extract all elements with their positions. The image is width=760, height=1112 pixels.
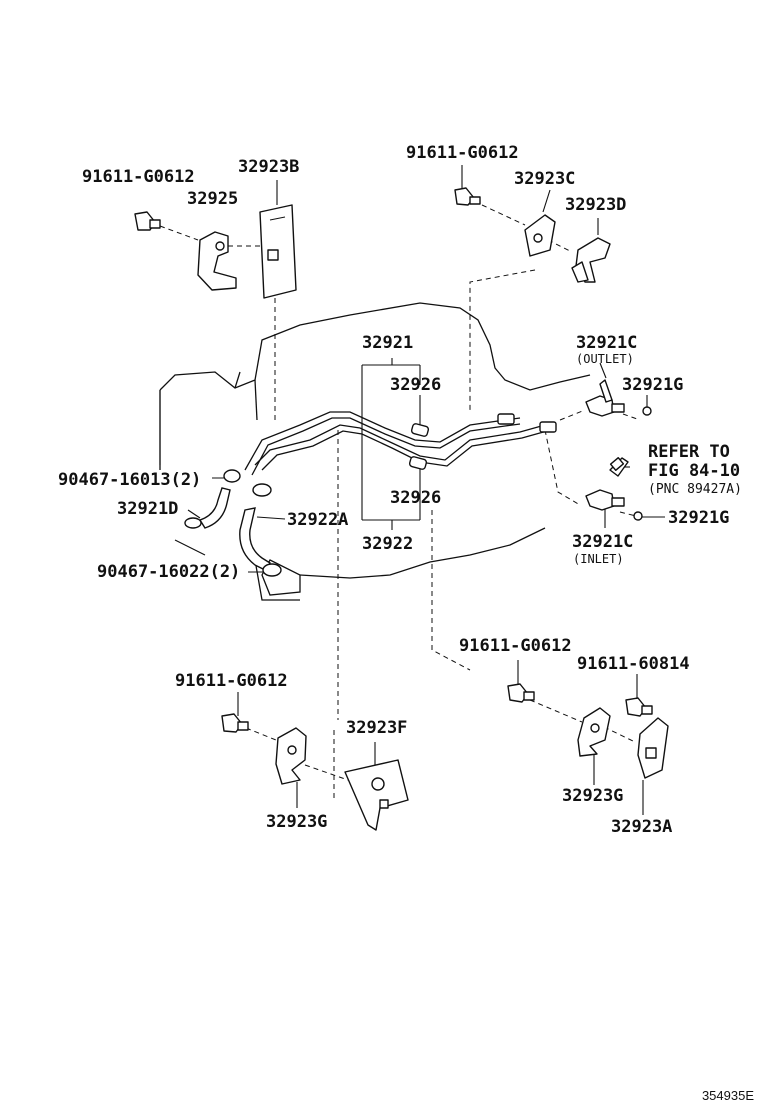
figure-code: 354935E xyxy=(702,1088,754,1103)
label-32921g: 32921G xyxy=(668,508,729,528)
label-32921c-outlet: 32921C xyxy=(576,333,637,353)
label-32926: 32926 xyxy=(390,375,441,395)
label-32923b: 32923B xyxy=(238,157,299,177)
label-32925: 32925 xyxy=(187,189,238,209)
label-90467-16013: 90467-16013(2) xyxy=(58,470,201,490)
label-91611-g0612: 91611-G0612 xyxy=(459,636,572,656)
label-outlet: (OUTLET) xyxy=(576,352,634,366)
label-32921c-inlet: 32921C xyxy=(572,532,633,552)
label-32922: 32922 xyxy=(362,534,413,554)
label-32923g: 32923G xyxy=(562,786,623,806)
hose-32921d xyxy=(184,469,241,529)
label-32923a: 32923A xyxy=(611,817,672,837)
label-inlet: (INLET) xyxy=(573,552,624,566)
bolt-icon xyxy=(134,211,161,231)
bracket-32923f xyxy=(344,759,409,831)
union-32921c-outlet xyxy=(585,379,652,417)
label-91611-g0612: 91611-G0612 xyxy=(175,671,288,691)
fitting-ref-fig xyxy=(609,457,629,477)
clamp-32925 xyxy=(197,231,237,291)
leader-lines xyxy=(159,165,665,815)
label-32923d: 32923D xyxy=(565,195,626,215)
label-91611-60814: 91611-60814 xyxy=(577,654,690,674)
part-labels: 91611-G0612 32923B 32925 91611-G0612 329… xyxy=(58,143,742,837)
label-91611-g0612: 91611-G0612 xyxy=(82,167,195,187)
label-32921: 32921 xyxy=(362,333,413,353)
bolt-icon xyxy=(454,187,481,206)
label-refer-to: REFER TO xyxy=(648,442,730,462)
oil-cooler-pipes xyxy=(244,411,557,476)
label-refer-pnc: (PNC 89427A) xyxy=(648,482,742,497)
clamp-32923d xyxy=(571,237,611,283)
label-32923f: 32923F xyxy=(346,718,407,738)
sleeve-32926 xyxy=(408,423,430,470)
label-32923g: 32923G xyxy=(266,812,327,832)
bracket-32923g-left xyxy=(275,727,307,785)
label-32923c: 32923C xyxy=(514,169,575,189)
hose-32922a xyxy=(239,483,282,577)
bolt-icon xyxy=(625,697,653,717)
bolt-icon xyxy=(507,683,535,703)
label-32922a: 32922A xyxy=(287,510,348,530)
union-32921c-inlet xyxy=(585,489,643,521)
label-32921d: 32921D xyxy=(117,499,178,519)
bracket-32923g-right xyxy=(577,707,611,757)
label-91611-g0612: 91611-G0612 xyxy=(406,143,519,163)
bolt-icon xyxy=(221,713,249,733)
label-refer-fig: FIG 84-10 xyxy=(648,461,740,481)
dashed-leaders xyxy=(159,204,641,800)
label-90467-16022: 90467-16022(2) xyxy=(97,562,240,582)
label-32926: 32926 xyxy=(390,488,441,508)
bracket-32923b xyxy=(259,204,297,299)
bracket-32923a xyxy=(637,717,669,779)
bracket-32923c xyxy=(524,214,556,257)
label-32921g: 32921G xyxy=(622,375,683,395)
